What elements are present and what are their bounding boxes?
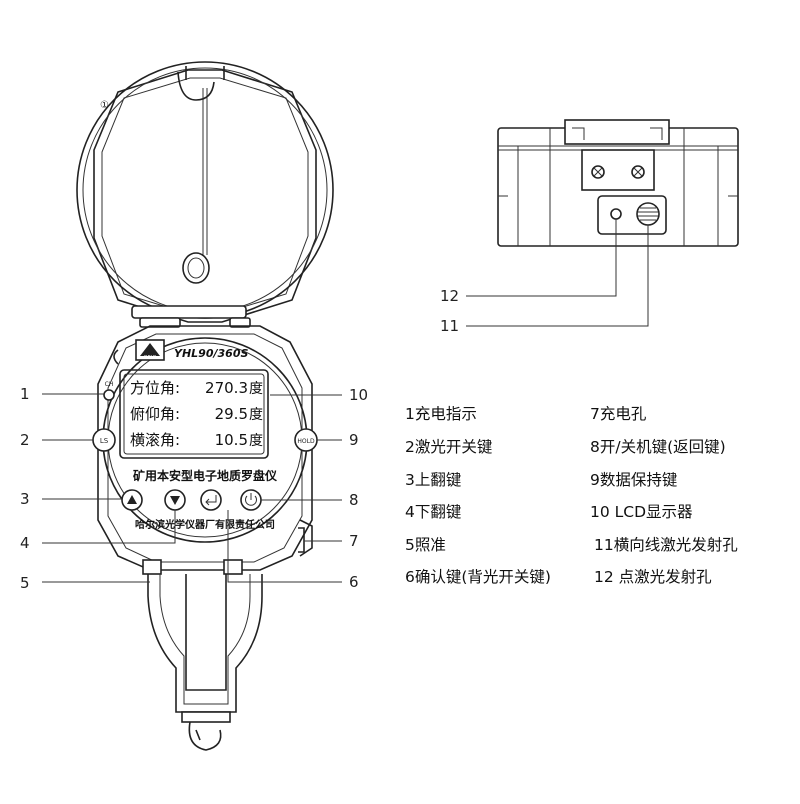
callout-11: 11 xyxy=(440,317,459,335)
legend-item: 5照准 xyxy=(405,536,446,554)
lcd-row-label: 方位角: xyxy=(130,379,180,397)
down-arrow-icon xyxy=(170,496,180,505)
lcd-display: 方位角: 270.3 度 俯仰角: 29.5 度 横滚角: 10.5 度 xyxy=(119,369,269,459)
compass-lid: ① xyxy=(76,61,334,323)
callout-lines xyxy=(42,219,649,583)
sighting-arm xyxy=(142,559,263,751)
callout-7: 7 xyxy=(349,532,359,550)
lid-hinge xyxy=(131,305,251,328)
up-button[interactable] xyxy=(121,489,143,511)
legend-item: 8开/关机键(返回键) xyxy=(590,438,726,456)
callout-1: 1 xyxy=(20,385,30,403)
legend-item: 10 LCD显示器 xyxy=(590,503,693,521)
lcd-row-label: 俯仰角: xyxy=(130,405,180,423)
lcd-row-value: 29.5 xyxy=(215,405,248,423)
point-laser-hole xyxy=(610,208,622,220)
line-laser-hole xyxy=(636,202,660,226)
callout-6: 6 xyxy=(349,573,359,591)
charge-indicator-label: CH xyxy=(105,381,114,388)
lcd-row-label: 横滚角: xyxy=(130,431,180,449)
confirm-button[interactable] xyxy=(200,489,222,511)
power-icon xyxy=(245,495,257,506)
lcd-row-unit: 度 xyxy=(249,433,263,449)
svg-text:①: ① xyxy=(100,100,109,111)
legend-item: 3上翻键 xyxy=(405,471,462,489)
model-number: YHL90/360S xyxy=(174,347,248,360)
callout-3: 3 xyxy=(20,490,30,508)
side-view xyxy=(497,119,739,247)
down-button[interactable] xyxy=(164,489,186,511)
callout-numbers: 1 2 3 4 5 10 9 8 7 6 12 11 xyxy=(20,287,459,592)
laser-switch-label: LS xyxy=(100,437,109,445)
lcd-row-value: 10.5 xyxy=(215,431,248,449)
brand-logo: GRIG xyxy=(135,339,165,361)
legend-item: 6确认键(背光开关键) xyxy=(405,568,551,586)
legend-item: 11横向线激光发射孔 xyxy=(594,536,738,554)
manufacturer-name: 哈尔滨光学仪器厂有限责任公司 xyxy=(135,518,275,531)
callout-2: 2 xyxy=(20,431,30,449)
legend-item: 12 点激光发射孔 xyxy=(594,568,712,586)
lcd-row-unit: 度 xyxy=(249,381,263,397)
callout-5: 5 xyxy=(20,574,30,592)
legend-item: 9数据保持键 xyxy=(590,471,678,489)
legend-item: 1充电指示 xyxy=(405,405,477,423)
callout-9: 9 xyxy=(349,431,359,449)
legend-item: 7充电孔 xyxy=(590,405,647,423)
legend-item: 2激光开关键 xyxy=(405,438,493,456)
callout-4: 4 xyxy=(20,534,30,552)
callout-8: 8 xyxy=(349,491,359,509)
enter-icon xyxy=(205,495,217,506)
lcd-row-unit: 度 xyxy=(249,407,263,423)
lcd-row-value: 270.3 xyxy=(205,379,248,397)
hold-button-label: HOLD xyxy=(297,438,315,445)
callout-10: 10 xyxy=(349,386,368,404)
charge-indicator: CH xyxy=(103,381,115,401)
up-arrow-icon xyxy=(127,495,137,504)
power-button[interactable] xyxy=(240,489,262,511)
charge-port xyxy=(298,527,305,553)
laser-switch-button[interactable]: LS xyxy=(92,428,116,452)
hold-button[interactable]: HOLD xyxy=(294,428,318,452)
legend-item: 4下翻键 xyxy=(405,503,462,521)
product-name: 矿用本安型电子地质罗盘仪 xyxy=(133,468,278,483)
brand-logo-text: GRIG xyxy=(144,355,157,361)
callout-12: 12 xyxy=(440,287,459,305)
